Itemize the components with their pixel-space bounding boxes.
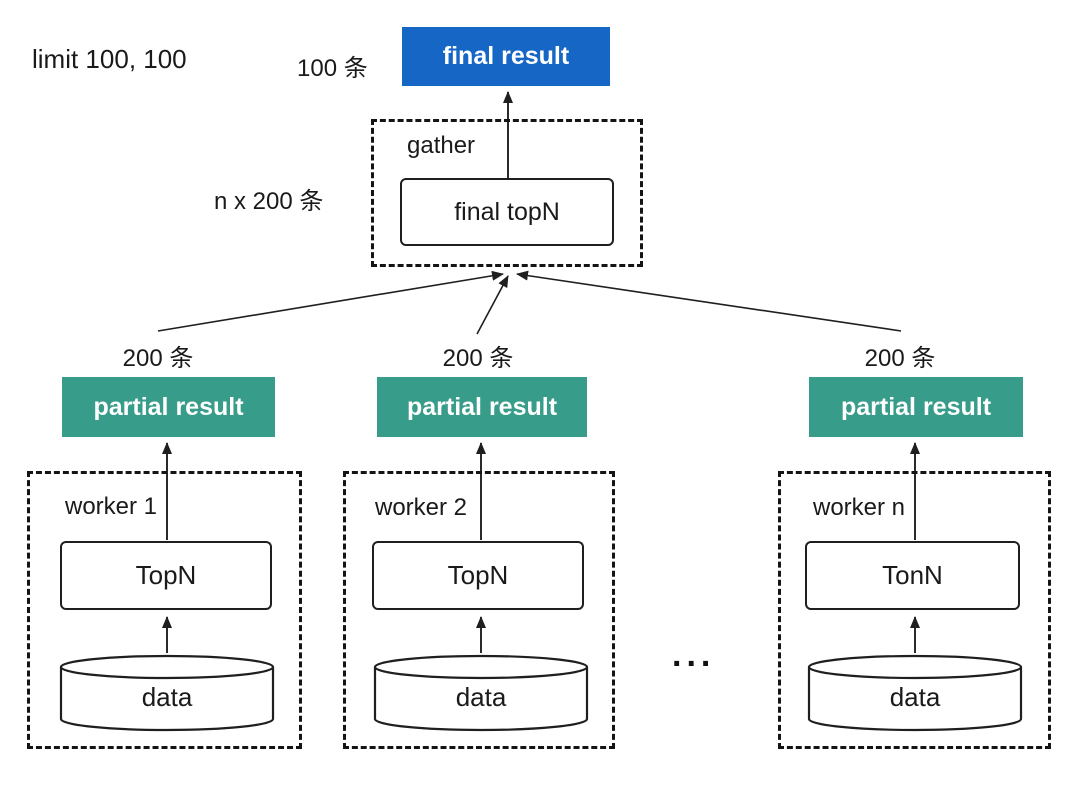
partial-result-box-worker2: partial result — [377, 377, 587, 437]
topn-node-workern: TonN — [805, 541, 1020, 610]
count-label-workern: 200 条 — [864, 345, 936, 372]
final-topn-node: final topN — [400, 178, 614, 246]
final-count-label: 100 条 — [297, 55, 368, 82]
topn-node-worker1: TopN — [60, 541, 272, 610]
data-label-workern: data — [889, 681, 941, 712]
data-cylinder-workern — [807, 654, 1023, 732]
workers-ellipsis: ... — [672, 636, 716, 674]
worker2-group-box — [343, 471, 615, 749]
count-label-worker1: 200 条 — [122, 345, 194, 372]
gather-input-count-label: n x 200 条 — [214, 188, 324, 215]
worker2-group-label: worker 2 — [375, 494, 468, 521]
gather-group-box — [371, 119, 643, 267]
arrow-worker1-to-gather — [157, 270, 504, 332]
worker1-group-box — [27, 471, 302, 749]
gather-group-label: gather — [407, 132, 476, 159]
arrow-workern-to-gather — [516, 270, 902, 332]
data-label-worker1: data — [141, 681, 193, 712]
workern-group-label: worker n — [813, 494, 906, 521]
partial-result-box-workern: partial result — [809, 377, 1023, 437]
topn-node-worker2: TopN — [372, 541, 584, 610]
partial-result-box-worker1: partial result — [62, 377, 275, 437]
workern-group-box — [778, 471, 1051, 749]
arrow-worker2-to-gather — [476, 275, 509, 335]
data-cylinder-worker1 — [59, 654, 275, 732]
worker1-group-label: worker 1 — [65, 493, 158, 520]
count-label-worker2: 200 条 — [442, 345, 514, 372]
data-label-worker2: data — [455, 681, 507, 712]
data-cylinder-worker2 — [373, 654, 589, 732]
final-result-box: final result — [402, 27, 610, 86]
limit-annotation: limit 100, 100 — [32, 44, 187, 74]
